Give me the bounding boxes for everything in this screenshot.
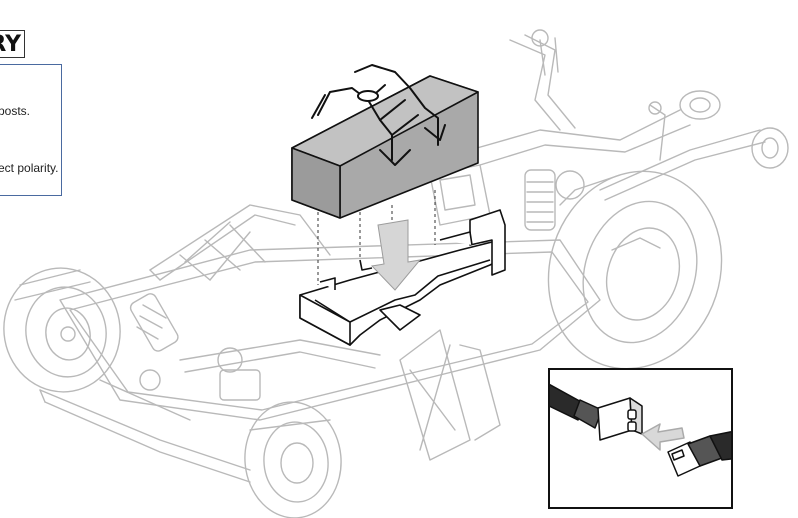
instruction-box: . posts. ect polarity.	[0, 64, 62, 196]
connector-inset	[548, 368, 733, 509]
rear-tire	[547, 170, 723, 370]
section-title-tab: RY	[0, 30, 25, 58]
instruction-line-2: posts.	[0, 104, 31, 118]
front-right-wheel	[244, 401, 342, 518]
lower-truss	[399, 329, 501, 461]
battery-straps	[311, 64, 446, 166]
install-arrow	[370, 219, 422, 291]
roll-cage-front	[149, 204, 331, 281]
far-wheels	[679, 90, 789, 169]
battery-pack	[291, 75, 479, 219]
front-suspension	[129, 293, 381, 401]
rear-shock	[524, 169, 585, 231]
front-left-wheel	[3, 267, 121, 393]
section-title: RY	[0, 32, 21, 57]
battery-tray	[299, 209, 506, 346]
rear-shock-tower	[469, 29, 766, 201]
instruction-line-3: ect polarity.	[0, 161, 59, 175]
chassis-plate	[59, 239, 601, 421]
front-bumper	[39, 379, 251, 483]
connector-illustration	[550, 383, 731, 477]
